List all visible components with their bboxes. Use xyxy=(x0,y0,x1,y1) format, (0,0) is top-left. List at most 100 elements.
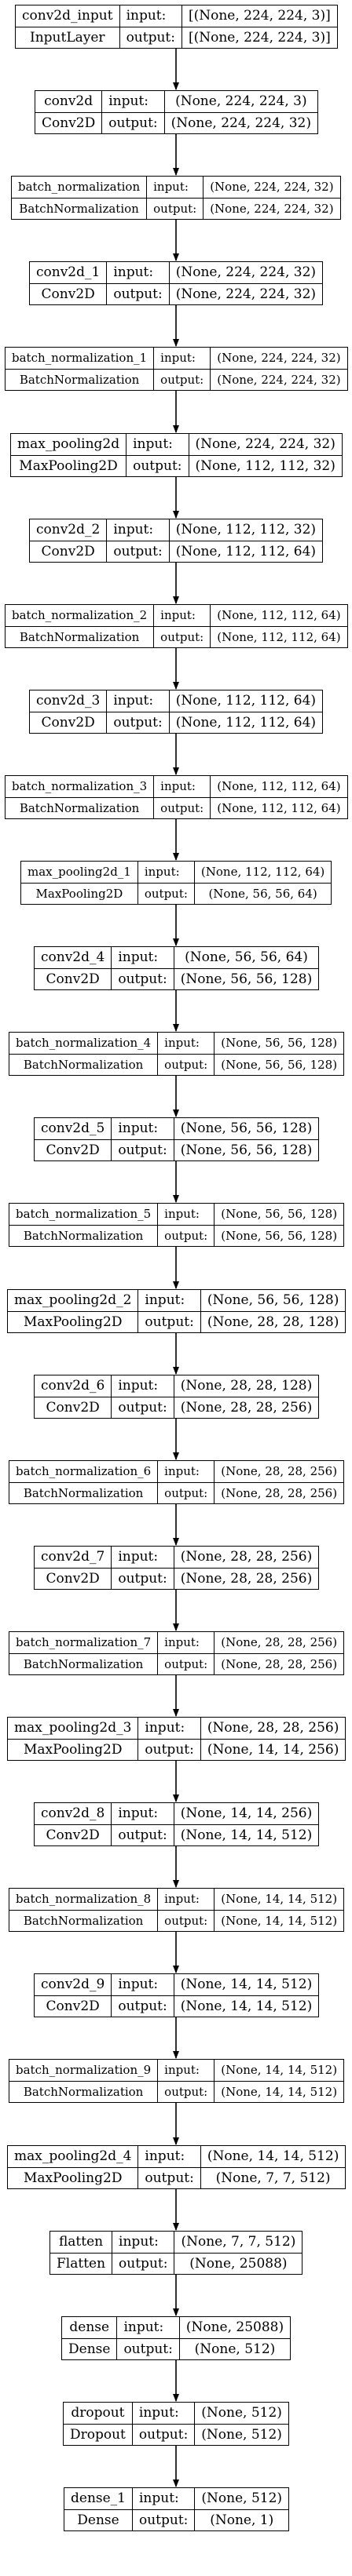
output-label: output: xyxy=(158,1481,214,1504)
io-shape-column: (None, 224, 224, 32)(None, 112, 112, 32) xyxy=(188,434,342,477)
output-shape: (None, 25088) xyxy=(174,2252,302,2275)
layer-type: BatchNormalization xyxy=(12,197,147,220)
layer-name: batch_normalization_7 xyxy=(16,1635,152,1650)
output-shape: (None, 112, 112, 32) xyxy=(189,454,342,477)
input-label: input: xyxy=(113,693,154,709)
io-label-column: input:output: xyxy=(131,2403,195,2446)
output-shape: (None, 224, 224, 32) xyxy=(164,111,317,134)
io-label-column: input:output: xyxy=(111,1547,174,1589)
output-shape: (None, 7, 7, 512) xyxy=(200,2166,346,2189)
output-label: output: xyxy=(138,882,194,905)
input-shape: (None, 14, 14, 256) xyxy=(180,1805,313,1822)
output-shape: (None, 56, 56, 128) xyxy=(214,1053,344,1076)
output-shape: (None, 112, 112, 64) xyxy=(169,711,323,734)
layer-type: Conv2D xyxy=(35,1995,112,2017)
io-label-column: input:output: xyxy=(119,5,182,48)
layer-name: batch_normalization_9 xyxy=(16,2063,152,2078)
input-shape: (None, 112, 112, 64) xyxy=(175,693,317,709)
input-label: input: xyxy=(118,949,159,966)
io-shape-column: (None, 512)(None, 1) xyxy=(194,2488,289,2531)
layer-type: BatchNormalization xyxy=(9,1053,158,1076)
layer-type: BatchNormalization xyxy=(6,625,154,648)
input-shape: (None, 112, 112, 64) xyxy=(217,779,341,794)
layer-type: Conv2D xyxy=(35,1567,112,1590)
input-shape: (None, 28, 28, 256) xyxy=(180,1549,313,1565)
io-shape-column: (None, 28, 28, 256)(None, 28, 28, 256) xyxy=(214,1461,344,1503)
layer-type: BatchNormalization xyxy=(6,796,154,819)
output-shape: (None, 224, 224, 32) xyxy=(204,197,340,220)
io-label-column: input:output: xyxy=(146,177,204,219)
output-label: output: xyxy=(133,2509,195,2531)
io-label-column: input:output: xyxy=(153,348,211,390)
output-shape: (None, 28, 28, 256) xyxy=(174,1396,319,1419)
output-label: output: xyxy=(112,2252,174,2275)
output-shape: (None, 14, 14, 512) xyxy=(174,1824,319,1846)
layer-name: batch_normalization_3 xyxy=(12,779,148,794)
input-label: input: xyxy=(160,779,196,794)
input-label: input: xyxy=(164,1892,200,1907)
layer-name: max_pooling2d_4 xyxy=(14,2148,132,2165)
io-shape-column: (None, 14, 14, 512)(None, 14, 14, 512) xyxy=(214,2060,344,2102)
layer-name: conv2d_9 xyxy=(41,1977,105,1993)
io-shape-column: (None, 112, 112, 64) (None, 112, 112, 64) xyxy=(168,690,323,734)
input-label: input: xyxy=(145,1720,185,1736)
io-label-column: input:output: xyxy=(137,862,194,905)
output-shape: (None, 224, 224, 32) xyxy=(169,282,323,305)
input-shape: (None, 224, 224, 32) xyxy=(217,351,341,366)
input-shape: (None, 14, 14, 512) xyxy=(180,1977,313,1993)
io-shape-column: (None, 56, 56, 128) (None, 56, 56, 128) xyxy=(173,1118,319,1161)
output-label: output: xyxy=(112,1139,174,1161)
layer-type: InputLayer xyxy=(16,26,119,49)
layer-name: conv2d_input xyxy=(22,8,113,24)
io-shape-column: (None, 28, 28, 128)(None, 28, 28, 256) xyxy=(173,1375,319,1419)
output-shape: (None, 512) xyxy=(179,2337,291,2360)
input-label: input: xyxy=(133,436,173,453)
layer-type: Dense xyxy=(64,2509,132,2531)
io-shape-column: (None, 112, 112, 32)(None, 112, 112, 64) xyxy=(168,519,323,562)
layer-name: batch_normalization_6 xyxy=(16,1464,152,1479)
layer-type: BatchNormalization xyxy=(9,1481,158,1504)
output-label: output: xyxy=(112,967,174,990)
input-label: input: xyxy=(164,1207,200,1222)
input-shape: (None, 28, 28, 256) xyxy=(221,1635,338,1650)
input-shape: (None, 56, 56, 128) xyxy=(180,1120,313,1137)
io-label-column: input:output: xyxy=(138,1718,200,1760)
output-shape: (None, 56, 56, 128) xyxy=(174,1139,319,1161)
input-shape: (None, 14, 14, 512) xyxy=(221,2063,338,2078)
output-shape: (None, 56, 56, 128) xyxy=(214,1224,344,1247)
layer-type: MaxPooling2D xyxy=(8,1310,138,1333)
layer-name: batch_normalization_1 xyxy=(12,351,148,366)
output-shape: (None, 1) xyxy=(195,2509,289,2531)
output-label: output: xyxy=(158,2080,214,2103)
input-shape: (None, 224, 224, 32) xyxy=(195,436,336,453)
input-label: input: xyxy=(119,2234,159,2250)
output-label: output: xyxy=(132,2423,195,2446)
output-label: output: xyxy=(154,796,211,819)
input-shape: (None, 28, 28, 256) xyxy=(221,1464,338,1479)
layer-type: BatchNormalization xyxy=(9,1909,158,1932)
output-shape: (None, 224, 224, 32) xyxy=(211,368,347,391)
io-shape-column: [(None, 224, 224, 3)][(None, 224, 224, 3… xyxy=(181,5,337,48)
layer-type: Dense xyxy=(62,2337,117,2360)
input-label: input: xyxy=(123,2319,164,2336)
input-label: input: xyxy=(160,351,196,366)
layer-name: batch_normalization_2 xyxy=(12,608,148,623)
layer-name: conv2d_2 xyxy=(36,522,101,538)
layer-type: Conv2D xyxy=(35,967,112,990)
